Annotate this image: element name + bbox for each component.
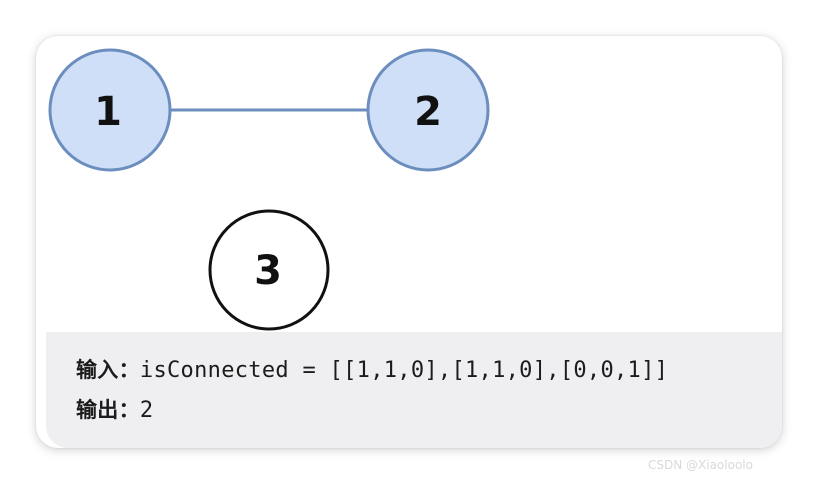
example-card: 1 2 3 输入：isConnected = [[1,1,0],[1,1,0],…: [36, 36, 782, 448]
node-3-label: 3: [254, 248, 282, 294]
input-label: 输入: [76, 358, 119, 382]
graph-diagram: 1 2 3: [36, 36, 782, 336]
output-line: 输出：2: [76, 394, 153, 424]
example-code-block: 输入：isConnected = [[1,1,0],[1,1,0],[0,0,1…: [46, 332, 782, 448]
input-value: isConnected = [[1,1,0],[1,1,0],[0,0,1]]: [139, 358, 669, 383]
input-separator: ：: [118, 358, 140, 382]
node-1: [48, 48, 172, 172]
output-separator: ：: [118, 398, 140, 422]
node-3: [208, 209, 330, 331]
output-value: 2: [139, 398, 154, 423]
output-label: 输出: [76, 398, 119, 422]
node-2: [366, 48, 490, 172]
node-2-label: 2: [414, 89, 442, 135]
node-1-label: 1: [94, 89, 122, 135]
watermark: CSDN @Xiaoloolo: [648, 458, 753, 472]
input-line: 输入：isConnected = [[1,1,0],[1,1,0],[0,0,1…: [76, 354, 668, 384]
graph-svg: 1 2 3: [48, 48, 490, 331]
